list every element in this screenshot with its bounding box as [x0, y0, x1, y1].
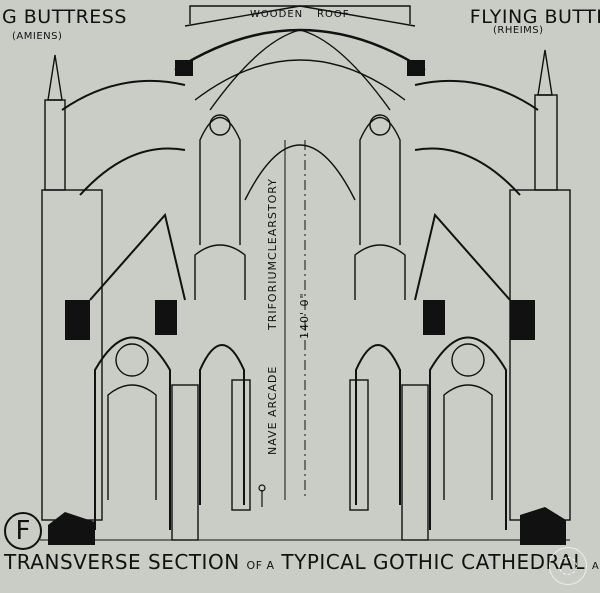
right-triforium: [354, 244, 406, 300]
main-vault-inner: [194, 59, 406, 101]
human-figure: [258, 484, 266, 507]
left-buttress-pier: [41, 189, 103, 521]
left-rose-window: [115, 343, 149, 377]
right-aisle-window: [443, 384, 493, 500]
left-buttress-title: G BUTTRESS: [2, 6, 127, 28]
vault-rib-right: [299, 29, 391, 111]
left-triforium: [194, 244, 246, 300]
left-clerestory-window: [199, 117, 241, 245]
figure-letter-badge: F: [4, 512, 42, 550]
left-corbel-block: [65, 300, 90, 340]
right-pinnacle: [537, 49, 553, 96]
left-aisle-window: [107, 384, 157, 500]
left-nave-column: [171, 384, 199, 541]
central-lancet: [244, 144, 356, 201]
roof-label-roof: ROOF: [317, 9, 350, 20]
caption-part-4: AMIEN: [591, 561, 600, 572]
right-buttress-subtitle: (RHEIMS): [493, 25, 544, 36]
figure-caption: TRANSVERSE SECTION OF A TYPICAL GOTHIC C…: [4, 550, 600, 574]
left-base-block: [48, 512, 95, 545]
left-gable-cap: [175, 60, 193, 76]
clearstory-label: CLEARSTORY: [266, 178, 279, 260]
left-nave-arch: [199, 344, 245, 505]
main-vault-outer: [174, 28, 426, 72]
watermark-logo-icon: [549, 547, 587, 585]
left-wall-block: [155, 300, 177, 335]
triforium-label: TRIFORIUM: [266, 259, 279, 330]
right-base-block: [520, 507, 566, 545]
right-aisle-arch: [429, 336, 507, 530]
right-clerestory-window: [359, 117, 401, 245]
nave-arcade-label: NAVE ARCADE: [266, 365, 279, 455]
left-pinnacle-shaft: [44, 99, 66, 191]
roof-label-wooden: WOODEN: [250, 9, 304, 20]
right-nave-arch: [355, 344, 401, 505]
left-buttress-subtitle: (AMIENS): [12, 31, 63, 42]
left-aisle-roof: [89, 212, 186, 301]
roof-truss: [184, 5, 416, 27]
right-wall-block: [423, 300, 445, 335]
right-aisle-roof: [414, 212, 511, 301]
left-pinnacle: [47, 54, 63, 101]
right-flyer-upper: [414, 79, 539, 111]
right-inner-column: [349, 379, 369, 511]
height-dimension-label: 140' 0": [298, 292, 311, 339]
left-inner-column: [231, 379, 251, 511]
caption-part-2: OF A: [246, 559, 275, 572]
caption-part-3: TYPICAL GOTHIC CATHEDRAL: [281, 550, 585, 574]
right-gable-cap: [407, 60, 425, 76]
right-flyer-lower: [414, 147, 521, 196]
right-nave-column: [401, 384, 429, 541]
left-flyer-lower: [79, 147, 186, 196]
left-aisle-arch: [94, 336, 171, 530]
right-rose-window: [451, 343, 485, 377]
right-buttress-title: FLYING BUTTR: [469, 6, 600, 28]
left-flyer-upper: [61, 79, 186, 111]
caption-part-1: TRANSVERSE SECTION: [4, 550, 240, 574]
vault-rib-left: [209, 29, 301, 111]
right-buttress-pier: [509, 189, 571, 521]
right-corbel-block: [510, 300, 535, 340]
